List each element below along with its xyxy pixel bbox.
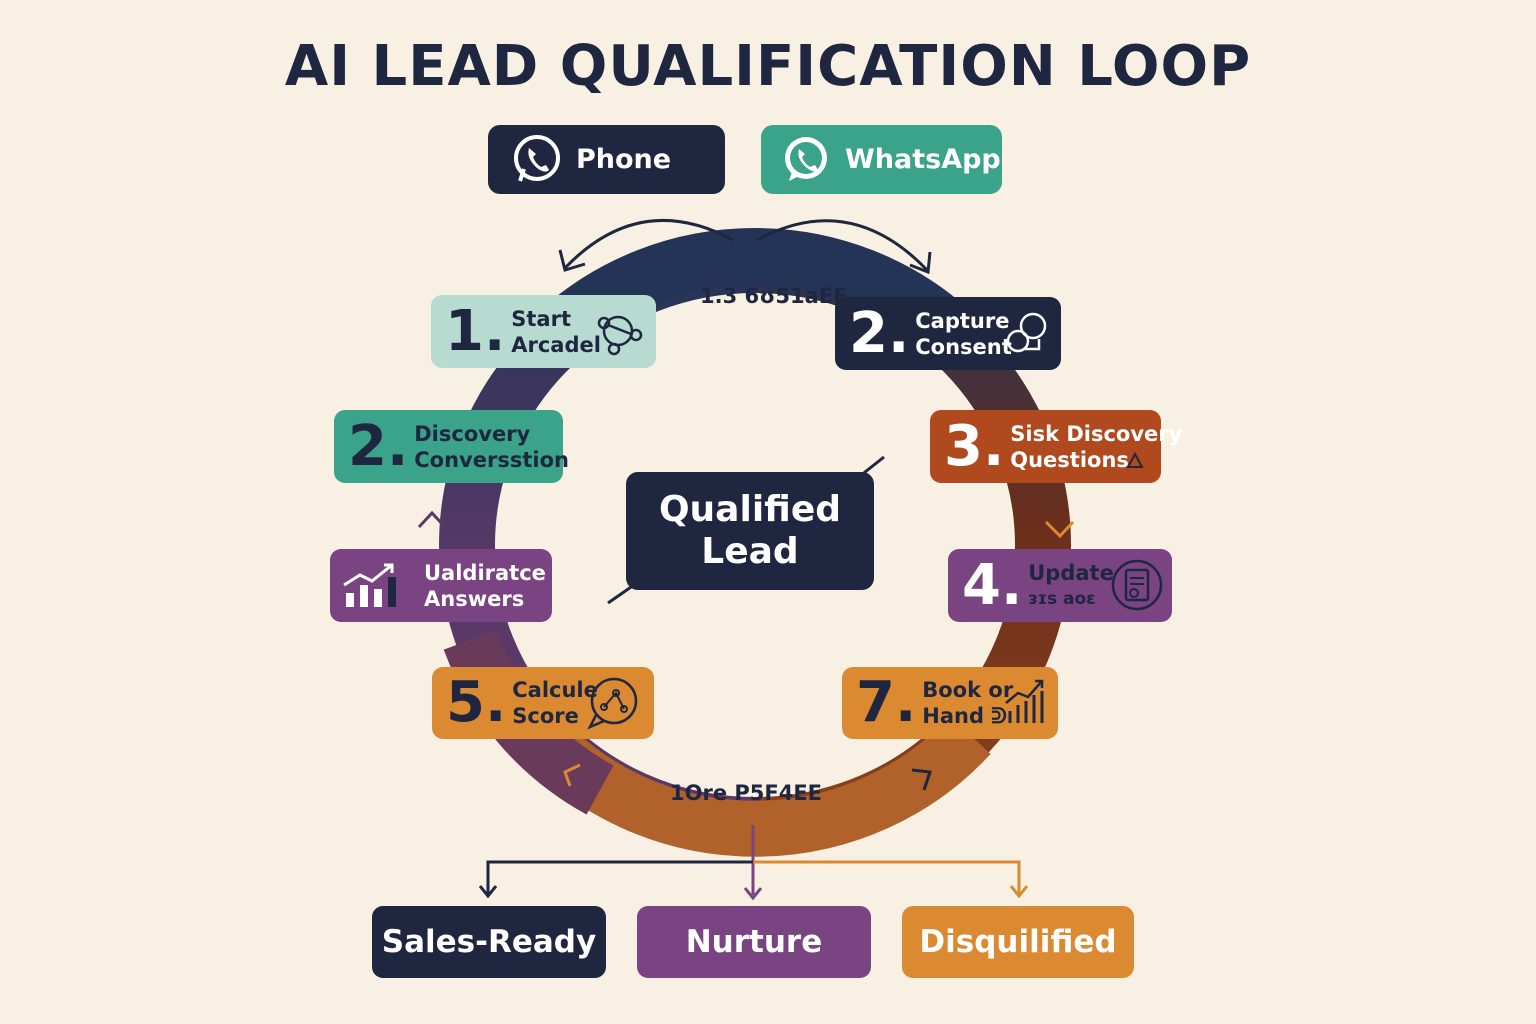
- step-label-line2: Conversstion: [414, 447, 569, 472]
- whatsapp-icon: [785, 136, 827, 181]
- chevron-bottom-left: [563, 763, 581, 787]
- step-label-line2: Consent: [915, 334, 1012, 359]
- qualified-lead-box: Qualified Lead: [626, 472, 874, 590]
- step-number: 5.: [446, 670, 507, 735]
- outcome-disqualified[interactable]: Disquilified: [902, 906, 1134, 978]
- phone-icon: [514, 134, 560, 182]
- branch-sales-ready: [486, 860, 753, 895]
- step-label-line1: Ualdiratce: [424, 560, 546, 585]
- center-line2: Lead: [701, 531, 799, 572]
- chevron-bottom-right: [911, 768, 933, 791]
- step-number: 2.: [348, 413, 409, 479]
- step-number: 4.: [962, 552, 1023, 618]
- channel-phone[interactable]: Phone: [488, 125, 725, 194]
- ring-label-bottom: 1Ore P5F4EE: [670, 781, 823, 805]
- arrow-whatsapp-to-loop: [756, 219, 929, 272]
- clipboard-icon: [1111, 559, 1163, 611]
- center-line1: Qualified: [658, 489, 842, 530]
- step-number: 7.: [856, 670, 917, 735]
- chevron-left-up: [417, 510, 447, 529]
- chat-bubbles-icon: [1006, 312, 1047, 353]
- warning-icon: [1126, 452, 1144, 468]
- branch-disqualified: [753, 860, 1021, 895]
- chevron-right-down: [1044, 520, 1075, 539]
- step-label-line2: Score: [512, 704, 579, 728]
- step-label-line1: Start: [511, 306, 571, 331]
- step-number: 2.: [849, 300, 910, 366]
- arrow-phone-to-loop: [563, 218, 734, 270]
- channel-label: WhatsApp: [845, 144, 1001, 175]
- chat-network-icon: [587, 677, 638, 730]
- step-label-line1: Update: [1028, 560, 1114, 585]
- channel-whatsapp[interactable]: WhatsApp: [761, 125, 1002, 194]
- step-label-line2: ᴈɪs aoɛ: [1028, 588, 1096, 609]
- step-number: 3.: [944, 413, 1005, 479]
- step-label-line2: Questions: [1010, 447, 1129, 472]
- network-icon: [597, 315, 643, 356]
- channel-label: Phone: [576, 144, 672, 175]
- outcome-nurture[interactable]: Nurture: [637, 906, 871, 978]
- step-label-line2: Arcadel: [511, 332, 601, 357]
- step-number: 1.: [445, 298, 506, 364]
- ring-top-segment: [541, 228, 969, 352]
- step-label-line1: Book or: [922, 678, 1014, 702]
- step-update[interactable]: 4. Update ᴈɪs aoɛ: [948, 549, 1172, 622]
- step-label-line1: Capture: [915, 308, 1010, 333]
- growth-chart-icon: [1005, 679, 1044, 723]
- page-title: AI LEAD QUALIFICATION LOOP: [284, 34, 1252, 99]
- step-label-line2: Hand ᕲ: [922, 704, 1007, 728]
- step-label-line1: Calcule: [512, 678, 598, 702]
- step-label-line2: Answers: [424, 586, 525, 611]
- bar-chart-icon: [343, 563, 396, 607]
- step-label-line1: Discovery: [414, 421, 531, 446]
- ring-label-top: 1.3 6ʊ51aEE: [700, 284, 848, 308]
- step-label-line1: Sisk Discovery: [1010, 421, 1183, 446]
- outcome-sales-ready[interactable]: Sales-Ready: [372, 906, 606, 978]
